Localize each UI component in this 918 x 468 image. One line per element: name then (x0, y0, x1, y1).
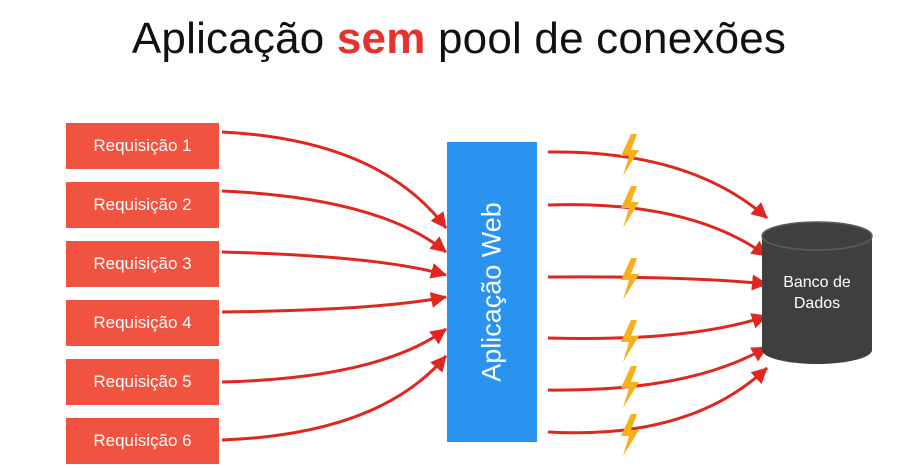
title-part-1: Aplicação (131, 14, 337, 63)
arrow-db-5 (547, 345, 768, 392)
request-box-2: Requisição 2 (66, 182, 219, 228)
lightning-bolt-icon (621, 366, 639, 408)
arrow-request-5 (221, 327, 447, 384)
request-box-5: Requisição 5 (66, 359, 219, 405)
arrow-db-3 (547, 274, 768, 291)
request-box-6: Requisição 6 (66, 418, 219, 464)
lightning-bolt-icon (621, 258, 639, 300)
arrow-db-2 (547, 203, 768, 258)
lightning-bolt-icon (621, 320, 639, 362)
arrow-request-1 (221, 130, 448, 229)
database-label-line-1: Banco de (783, 274, 851, 291)
arrow-db-6 (547, 366, 769, 435)
arrow-db-4 (547, 313, 768, 341)
arrow-request-4 (221, 292, 447, 314)
request-box-4: Requisição 4 (66, 300, 219, 346)
title-part-2: pool de conexões (425, 14, 787, 63)
web-app-label: Aplicação Web (476, 202, 507, 382)
database-cylinder-icon (761, 221, 873, 364)
lightning-bolt-icon (621, 414, 639, 456)
database-label-line-2: Dados (793, 295, 841, 312)
lightning-bolt-icon (621, 186, 639, 228)
arrow-db-1 (547, 150, 768, 220)
request-box-1: Requisição 1 (66, 123, 219, 169)
arrow-request-6 (221, 355, 448, 442)
page-title: Aplicação sem pool de conexões (0, 14, 918, 64)
request-box-3: Requisição 3 (66, 241, 219, 287)
database-label: Banco de Dados (762, 272, 872, 314)
title-highlight: sem (336, 14, 426, 63)
lightning-bolt-icon (621, 134, 639, 176)
arrow-request-2 (221, 189, 447, 254)
web-app-box: Aplicação Web (447, 142, 537, 442)
arrow-request-3 (221, 250, 447, 279)
